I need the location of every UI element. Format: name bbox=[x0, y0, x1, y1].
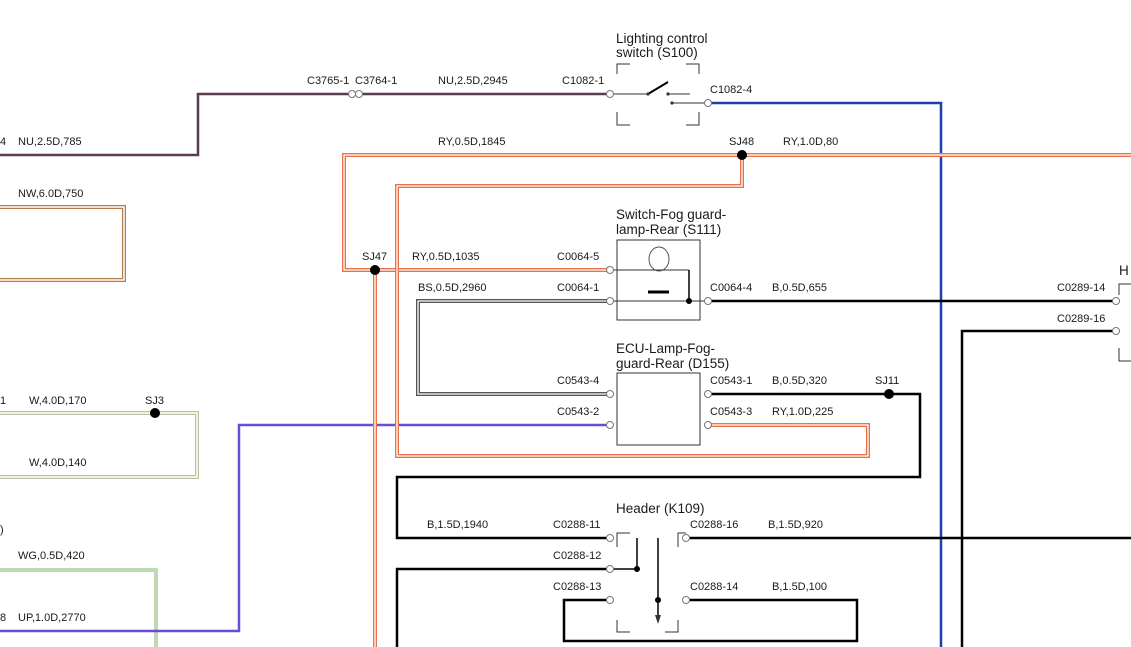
label-sj48: SJ48 bbox=[729, 136, 754, 148]
pin-c0289-16 bbox=[1112, 327, 1120, 335]
s111-title-line1: Switch-Fog guard- bbox=[616, 207, 726, 222]
label-sj11: SJ11 bbox=[875, 375, 899, 387]
wire-blue bbox=[706, 101, 943, 647]
label-c3765-1: C3765-1 bbox=[307, 75, 349, 87]
label-ry-1845: RY,0.5D,1845 bbox=[438, 136, 505, 148]
lighting-control-switch-s100 bbox=[614, 63, 706, 126]
pin-c0543-1 bbox=[704, 390, 712, 398]
label-c0543-4: C0543-4 bbox=[557, 375, 599, 387]
wire-wg-420 bbox=[0, 568, 158, 647]
wire-nw-750 bbox=[0, 205, 126, 282]
label-bs-2960: BS,0.5D,2960 bbox=[418, 282, 487, 294]
pin-c1082-1 bbox=[606, 90, 614, 98]
label-b-1940: B,1.5D,1940 bbox=[427, 519, 488, 531]
label-b-920: B,1.5D,920 bbox=[768, 519, 823, 531]
pin-c0289-14 bbox=[1112, 297, 1120, 305]
wire-up-2770 bbox=[0, 423, 612, 633]
edge-fragment-1: 4 bbox=[0, 136, 6, 148]
pin-c0288-12 bbox=[606, 565, 614, 573]
edge-fragment-4: ) bbox=[0, 524, 4, 536]
splice-sj47-dot bbox=[370, 265, 380, 275]
wire-bs-2960-inner bbox=[417, 300, 612, 395]
label-c1082-4: C1082-4 bbox=[710, 84, 752, 96]
wire-b-c0289-16 bbox=[960, 329, 1114, 647]
pin-c0543-4 bbox=[606, 390, 614, 398]
wire-b-100 bbox=[562, 598, 859, 643]
pin-c0543-2 bbox=[606, 421, 614, 429]
label-nw-750: NW,6.0D,750 bbox=[18, 188, 83, 200]
label-c1082-1: C1082-1 bbox=[562, 75, 604, 87]
label-c3764-1: C3764-1 bbox=[355, 75, 397, 87]
label-c0288-16: C0288-16 bbox=[690, 519, 738, 531]
pin-c0288-11 bbox=[606, 534, 614, 542]
label-c0288-14: C0288-14 bbox=[690, 581, 738, 593]
pin-c1082-4 bbox=[704, 99, 712, 107]
label-sj47: SJ47 bbox=[362, 251, 387, 263]
pin-c0064-1 bbox=[606, 297, 614, 305]
pin-c3764-1 bbox=[355, 90, 363, 98]
wire-ry-225-inner bbox=[396, 155, 869, 457]
splice-sj3-dot bbox=[150, 408, 160, 418]
label-c0064-4: C0064-4 bbox=[710, 282, 752, 294]
wire-b-c0288-12 bbox=[395, 567, 612, 647]
pin-c3765-1 bbox=[348, 90, 356, 98]
k109-title: Header (K109) bbox=[616, 501, 705, 516]
edge-fragment-2: 1 bbox=[0, 395, 6, 407]
label-c0064-5: C0064-5 bbox=[557, 251, 599, 263]
label-c0289-16: C0289-16 bbox=[1057, 313, 1105, 325]
label-ry-225: RY,1.0D,225 bbox=[772, 406, 833, 418]
label-c0543-1: C0543-1 bbox=[710, 375, 752, 387]
label-nu-2945: NU,2.5D,2945 bbox=[438, 75, 508, 87]
label-c0288-13: C0288-13 bbox=[553, 581, 601, 593]
label-up-2770: UP,1.0D,2770 bbox=[18, 612, 86, 624]
label-w-140: W,4.0D,140 bbox=[29, 457, 86, 469]
label-c0288-11: C0288-11 bbox=[553, 519, 601, 531]
s111-title-line2: lamp-Rear (S111) bbox=[616, 222, 721, 237]
label-ry-80: RY,1.0D,80 bbox=[783, 136, 838, 148]
wire-nw-750-inner bbox=[0, 206, 125, 281]
wire-wg-420-inner bbox=[0, 569, 157, 647]
fog-guard-switch-s111 bbox=[612, 239, 706, 321]
label-c0288-12: C0288-12 bbox=[553, 550, 601, 562]
pin-c0064-4 bbox=[704, 297, 712, 305]
label-c0543-2: C0543-2 bbox=[557, 406, 599, 418]
label-b-320: B,0.5D,320 bbox=[772, 375, 827, 387]
label-w-170: W,4.0D,170 bbox=[29, 395, 86, 407]
splice-sj48-dot bbox=[737, 150, 747, 160]
label-nu-785: NU,2.5D,785 bbox=[18, 136, 82, 148]
ecu-lamp-fog-d155 bbox=[616, 372, 701, 446]
right-component-title: H bbox=[1119, 263, 1129, 278]
label-ry-1035: RY,0.5D,1035 bbox=[412, 251, 479, 263]
right-edge-component bbox=[1118, 283, 1131, 362]
wire-nu-785 bbox=[0, 92, 612, 157]
s100-title-line2: switch (S100) bbox=[616, 45, 698, 60]
pin-c0288-14 bbox=[682, 596, 690, 604]
d155-title-line1: ECU-Lamp-Fog- bbox=[616, 341, 715, 356]
wire-w-140-inner bbox=[0, 412, 198, 478]
header-k109 bbox=[612, 532, 686, 633]
d155-title-line2: guard-Rear (D155) bbox=[616, 356, 729, 371]
s100-title-line1: Lighting control bbox=[616, 31, 708, 46]
connector-pins bbox=[348, 90, 1120, 604]
label-c0289-14: C0289-14 bbox=[1057, 282, 1105, 294]
pin-c0288-16 bbox=[682, 534, 690, 542]
pin-c0543-3 bbox=[704, 421, 712, 429]
splice-sj11-dot bbox=[884, 389, 894, 399]
label-c0543-3: C0543-3 bbox=[710, 406, 752, 418]
label-b-100: B,1.5D,100 bbox=[772, 581, 827, 593]
pin-c0288-13 bbox=[606, 596, 614, 604]
pin-c0064-5 bbox=[606, 266, 614, 274]
label-c0064-1: C0064-1 bbox=[557, 282, 599, 294]
label-wg-420: WG,0.5D,420 bbox=[18, 550, 85, 562]
label-b-655: B,0.5D,655 bbox=[772, 282, 827, 294]
label-sj3: SJ3 bbox=[145, 395, 164, 407]
edge-fragment-3: 8 bbox=[0, 612, 6, 624]
